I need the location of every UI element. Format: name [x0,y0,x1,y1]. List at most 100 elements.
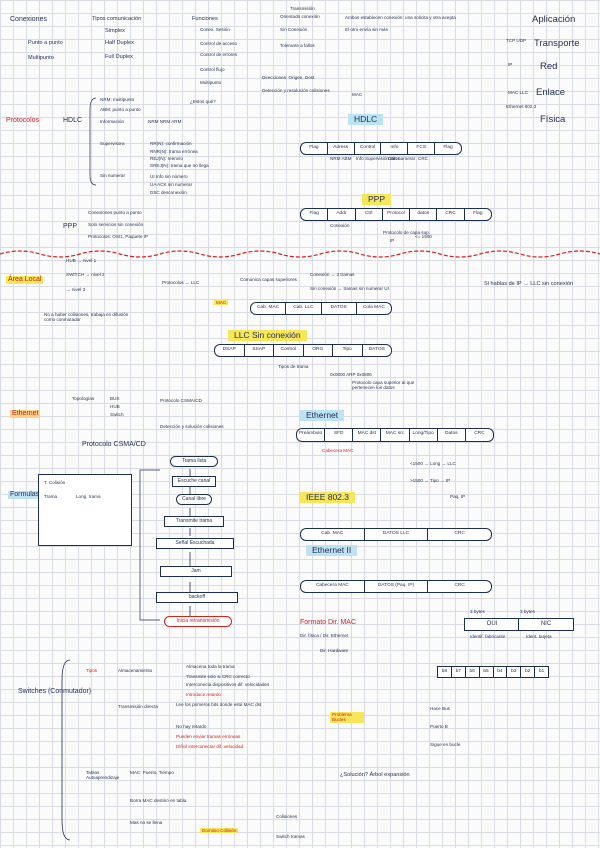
llc-field-5: DATOS [368,347,385,352]
conexiones-heading: Conexiones [10,16,47,23]
osi-eth: Ethernet 802.3 [506,104,537,109]
area-switch: SWITCH → nivel 2 [66,272,105,277]
ppp-field-4: datos [410,209,438,220]
eth2-field-0: Cabecera MAC [301,581,365,592]
llc-field-0: DSAP [215,345,245,356]
area-hub: HUB → nivel 1 [66,258,97,263]
bit-field-6: b2 [521,667,536,677]
tipos-label: Tipos [86,668,98,673]
ppp-title: PPP [362,194,392,205]
eth-field-2: MAC dst [353,429,382,441]
bit-field-0: b8 [438,667,452,677]
ppp-field-3: Protocol [383,209,411,220]
ppp-label: PPP [63,223,78,230]
alm-1: Almacena toda la trama [186,664,235,669]
area-mac: MAC [214,300,229,306]
flow-trama-lista: Trama lista [170,456,218,467]
layer-red: Red [540,61,558,72]
rnr: RNR(N): trama errónea [150,149,198,154]
tabla-1: MAC: Puerto, Tiempo [130,770,174,775]
hdlc-field-0: Flag [301,143,328,154]
formula-3: Long. trama [76,494,101,499]
llc-tipo-note: Protocolo capa superior al que pertenece… [352,380,415,391]
fmt-1: Dir. física / Dir. Ethernet [300,633,349,638]
hdlc-abm: ABM: punto a punto [100,107,141,112]
area-c3: Conexión → 3 tramas [310,272,355,277]
hdlc-note-crc: CRC [418,156,428,161]
multipunto: Multipunto [28,55,54,61]
simplex: Simplex [105,28,125,34]
mac-field-0: Cab. MAC [251,303,287,314]
tra-1: Lee los primeros bits donde está MAC dst [176,702,262,707]
csma-det: Detección y solución colisiones [160,424,224,429]
ppp-note-ip: IP [390,238,395,243]
bucle-2: Puerto B [430,724,448,729]
flow-retrans: Inicia retransmisión [164,616,232,627]
bit-field-5: b3 [507,667,522,677]
funcion-2: Control de acceso [200,41,238,46]
mac-field-1: Cab. LLC [286,303,322,314]
hdlc-note-info: Info Supervisión Sin numerar [356,156,416,161]
hdlc-title: HDLC [348,114,384,125]
tra-label: Transmisión directa [118,704,158,709]
direcciones: Direcciones: Origen, Dest [262,75,315,80]
flow-escuche: Escuche canal [172,476,216,487]
bytes-1: 3 bytes [470,609,485,614]
ethernet-heading: Ethernet [10,410,41,418]
eth-tipo: >1500 → Tipo → IP [410,478,451,483]
ppp-field-0: Flag [301,209,329,220]
funcion-4: Control flujo [200,67,225,72]
tra-4: Difícil interconectar dif. velocidad [176,744,244,749]
tolerante: Tolerante a fallos [280,43,315,48]
llc-field-2: Control [274,345,304,356]
flow-transmite: Transmite trama [164,516,224,527]
ppp-field-1: Addr [328,209,356,220]
osi-ip: IP [508,62,513,67]
bit-field-3: b5 [480,667,494,677]
deteccion: Detección y resolución colisiones [262,88,330,93]
solucion: ¿Solución? Árbol expansión [340,772,410,778]
ppp-field-5: CRC [437,209,465,220]
hdlc-sinnum: Sin numerar [100,173,126,178]
llc-field-1: SSAP [245,345,274,356]
ppp-note-1500: <= 1500 [415,234,432,239]
transmision: Transmisión [290,6,315,11]
flow-canal-libre: Canal libre [176,494,212,505]
problema-bucles: Problema Bucles [330,712,364,723]
dominio-colision: Dominio Colisión [200,828,239,834]
hdlc-field-2: Control [355,143,382,154]
eth-len: <1500 → Long → LLC [410,461,456,466]
funcion-3: Control de errores [200,52,238,57]
bit-field-1: b7 [452,667,466,677]
punto-a-punto: Punto a punto [28,40,63,46]
switches-heading: Switches (Conmutador) [18,688,92,695]
funciones-heading: Funciones [192,16,218,22]
ppp-field-6: Flag [473,211,483,216]
eth2-field-2: CRC [454,583,465,588]
llc-field-3: ORG [304,345,333,356]
formulas-box [38,474,132,546]
fmt-2: Dir. Hardware [320,648,349,653]
topo-switch: Switch [110,412,124,417]
mac-field-3: Cola MAC [362,305,385,310]
sin-conexion: Sin Conexión [280,27,308,32]
rr: RR(N): confirmación [150,141,192,146]
mac-field-2: DATOS [322,303,357,314]
srej: SREJ(N): trama que no llega [150,163,209,168]
eth-cab: Cabecera MAC [322,448,354,453]
formula-1: T. Colisión [44,480,66,485]
orientado-conexion: Orientado conexión [280,14,320,19]
hdlc-field-5: Flag [443,145,453,150]
oui-box: OUI [464,618,520,631]
alm-2: Transmite solo si CRC correcto [186,674,250,679]
eth2-field-1: DATOS (Paq. IP) [365,581,429,592]
eth-field-5: Datos [438,429,466,441]
layer-enlace: Enlace [536,87,566,98]
